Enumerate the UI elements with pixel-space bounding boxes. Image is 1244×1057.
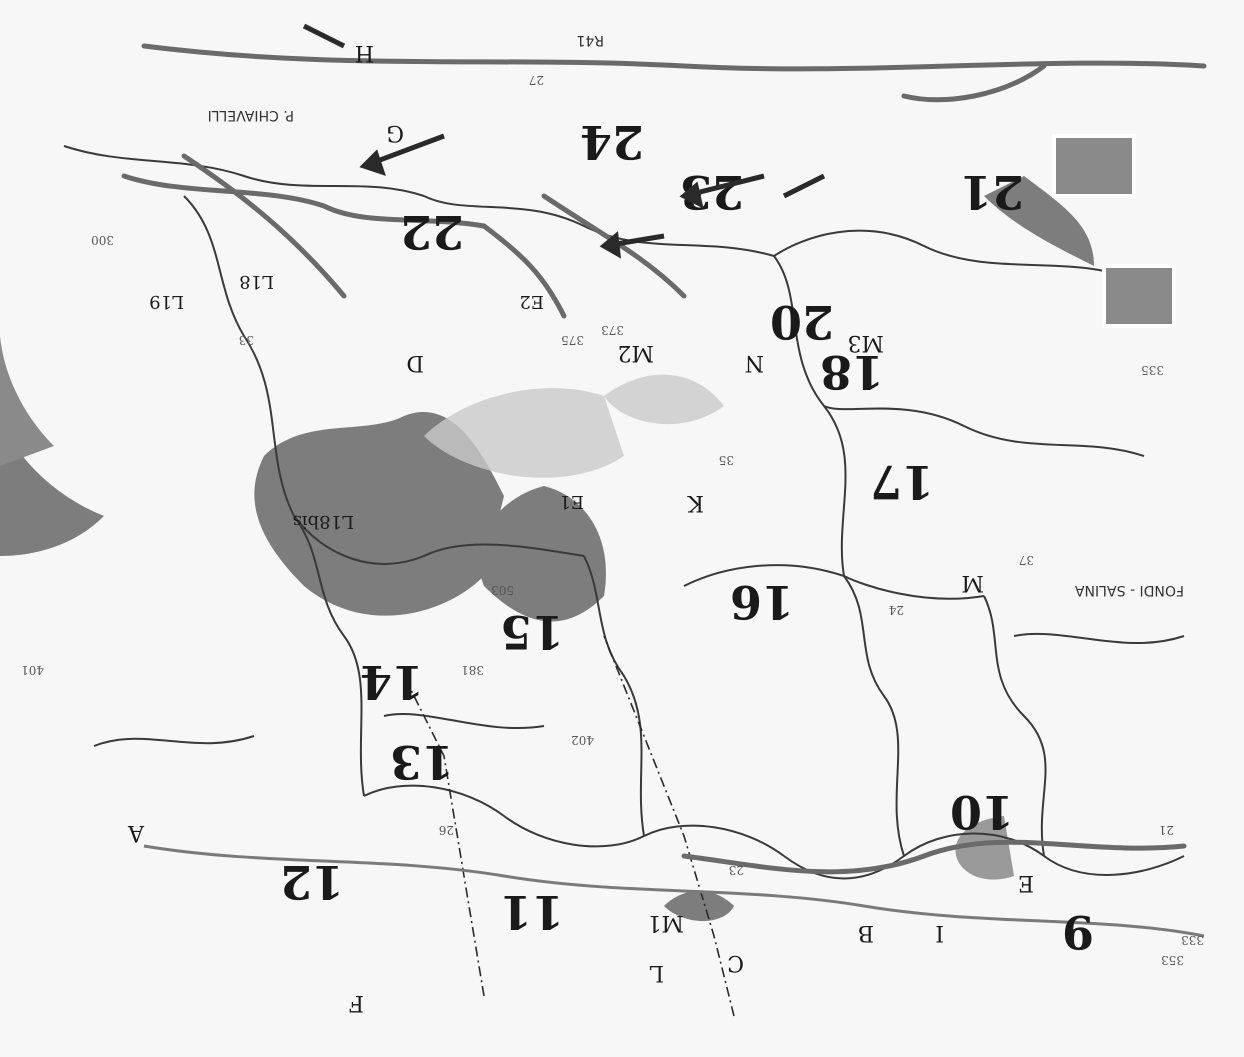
- arrow-5: [782, 173, 826, 199]
- spot-35: 35: [719, 453, 734, 467]
- sub-label-c: C: [727, 950, 744, 975]
- sub-label-k: K: [687, 490, 704, 515]
- zone-label-13: 13: [390, 735, 454, 789]
- spot-300: 300: [91, 233, 114, 247]
- sub-label-l: L: [649, 960, 664, 985]
- spot-353: 353: [1161, 953, 1184, 967]
- spot-333: 333: [1181, 933, 1204, 947]
- zone-label-24: 24: [580, 115, 644, 169]
- zone-boundaries: [63, 145, 1185, 880]
- sub-label-m1: M1: [647, 910, 684, 935]
- sub-label-l18: L18: [239, 271, 274, 292]
- sub-label-l18bis: L18bis: [293, 511, 354, 532]
- spot-27: 27: [529, 73, 544, 87]
- sub-label-i: I: [935, 920, 944, 945]
- sub-label-m: M: [961, 570, 984, 595]
- sub-label-l19: L19: [149, 291, 184, 312]
- spot-24: 24: [888, 603, 904, 617]
- zone-label-22: 22: [400, 205, 464, 259]
- spot-33: 33: [239, 333, 254, 347]
- road-label-r41: R41: [576, 32, 604, 48]
- forest-patch-m2: [955, 816, 1014, 880]
- flow-arrows: [302, 23, 826, 259]
- spot-381: 381: [461, 663, 484, 677]
- spot-503: 503: [491, 583, 514, 597]
- sub-label-m3: M3: [847, 330, 884, 355]
- road-label-channel: P. CHIAVELLI: [208, 107, 294, 123]
- forest-patch-edge-1: [0, 416, 104, 556]
- zone-label-12: 12: [280, 855, 344, 909]
- zone-label-20: 20: [770, 295, 834, 349]
- zone-label-15: 15: [500, 605, 564, 659]
- zone-label-11: 11: [500, 885, 564, 939]
- sub-label-d: D: [406, 350, 424, 375]
- sub-label-f: F: [349, 990, 364, 1015]
- spot-23: 23: [729, 863, 744, 877]
- arrow-1-head: [679, 181, 704, 209]
- spot-26: 26: [439, 823, 454, 837]
- spot-21: 21: [1159, 823, 1174, 837]
- light-zone-e1: [424, 388, 624, 478]
- sub-label-e: E: [1018, 870, 1034, 895]
- admin-lines: [403, 635, 735, 1017]
- zone-label-14: 14: [360, 655, 424, 709]
- sub-label-e2: E2: [519, 291, 544, 312]
- zone-label-9: 9: [1062, 905, 1094, 959]
- zone-number-labels: 9 10 11 12 13 14 15 16 17 18 20 21 22 23…: [280, 115, 1094, 959]
- spot-numbers: 21 23 24 26 27 33 35 37 300 333 335 353 …: [21, 73, 1204, 967]
- spot-401: 401: [21, 663, 44, 677]
- sub-label-e1: E1: [559, 491, 584, 512]
- zone-label-16: 16: [730, 575, 794, 629]
- forest-labels: L18 L18bis L19 E1 E2: [149, 271, 584, 532]
- coastline: [143, 844, 1205, 938]
- forest-patch-m1: [664, 891, 734, 921]
- arrow-4: [302, 23, 346, 49]
- forest-patch-central: [478, 486, 606, 622]
- arrow-3-head: [359, 149, 386, 176]
- zone-label-18: 18: [820, 345, 884, 399]
- zone-label-21: 21: [960, 165, 1024, 219]
- forest-patch-south: [984, 176, 1094, 266]
- marker-square-2: [1102, 264, 1176, 328]
- marker-square-1: [1052, 134, 1136, 198]
- sub-label-b: B: [858, 920, 874, 945]
- sub-label-g: G: [386, 120, 404, 145]
- sub-label-m2: M2: [617, 340, 654, 365]
- arrow-2-head: [599, 231, 622, 259]
- spot-402: 402: [571, 733, 594, 747]
- spot-373: 373: [601, 323, 624, 337]
- zone-label-10: 10: [950, 785, 1014, 839]
- sub-area-labels: B I C L E G H F A D K N M2 M1 M3 M: [127, 40, 1034, 1015]
- spot-335: 335: [1141, 363, 1164, 377]
- road-label-fondi: FONDI - SALINA: [1074, 582, 1184, 598]
- zone-label-17: 17: [870, 455, 934, 509]
- spot-375: 375: [561, 333, 584, 347]
- spot-37: 37: [1019, 553, 1034, 567]
- sub-label-a: A: [127, 820, 145, 845]
- forest-patch-edge-2: [0, 336, 54, 466]
- light-zone-e2: [604, 374, 724, 425]
- sub-label-h: H: [355, 40, 374, 65]
- sub-label-n: N: [745, 350, 764, 375]
- roads: [121, 43, 1207, 875]
